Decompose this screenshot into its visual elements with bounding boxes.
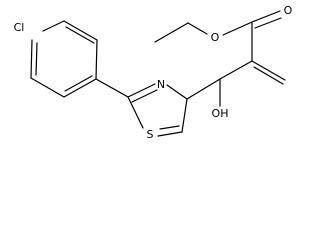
bond [186, 78, 221, 100]
bond [254, 17, 282, 29]
bond [35, 42, 38, 76]
bond [181, 98, 188, 133]
bond [222, 21, 253, 36]
bond [42, 20, 65, 32]
bond [219, 60, 253, 80]
carbonyl-oxygen-label: O [284, 4, 293, 17]
bond [251, 60, 286, 81]
bond [95, 39, 98, 80]
sulfur-label: S [147, 128, 154, 141]
chemical-structure: Cl N S OH O O [14, 4, 293, 141]
bond [64, 75, 93, 92]
bond [65, 26, 95, 44]
ester-oxygen-label: O [211, 31, 220, 44]
bond [187, 22, 208, 35]
thiazole-ring [127, 83, 188, 137]
nitrogen-label: N [157, 78, 165, 91]
bond [63, 20, 98, 41]
bond [157, 131, 183, 137]
bond [253, 66, 284, 85]
chlorophenyl-ring [30, 20, 98, 98]
bond [166, 84, 188, 100]
bond [30, 39, 33, 79]
hydroxyl-label: OH [212, 107, 229, 120]
chlorine-label: Cl [14, 21, 25, 34]
bond [159, 125, 180, 130]
bond [127, 96, 144, 129]
bond [154, 22, 189, 43]
bond [95, 78, 129, 98]
bond [131, 89, 158, 103]
bond [30, 77, 65, 98]
bond [63, 78, 97, 98]
bond [251, 10, 281, 23]
side-chain [154, 10, 286, 107]
bond [127, 83, 156, 98]
